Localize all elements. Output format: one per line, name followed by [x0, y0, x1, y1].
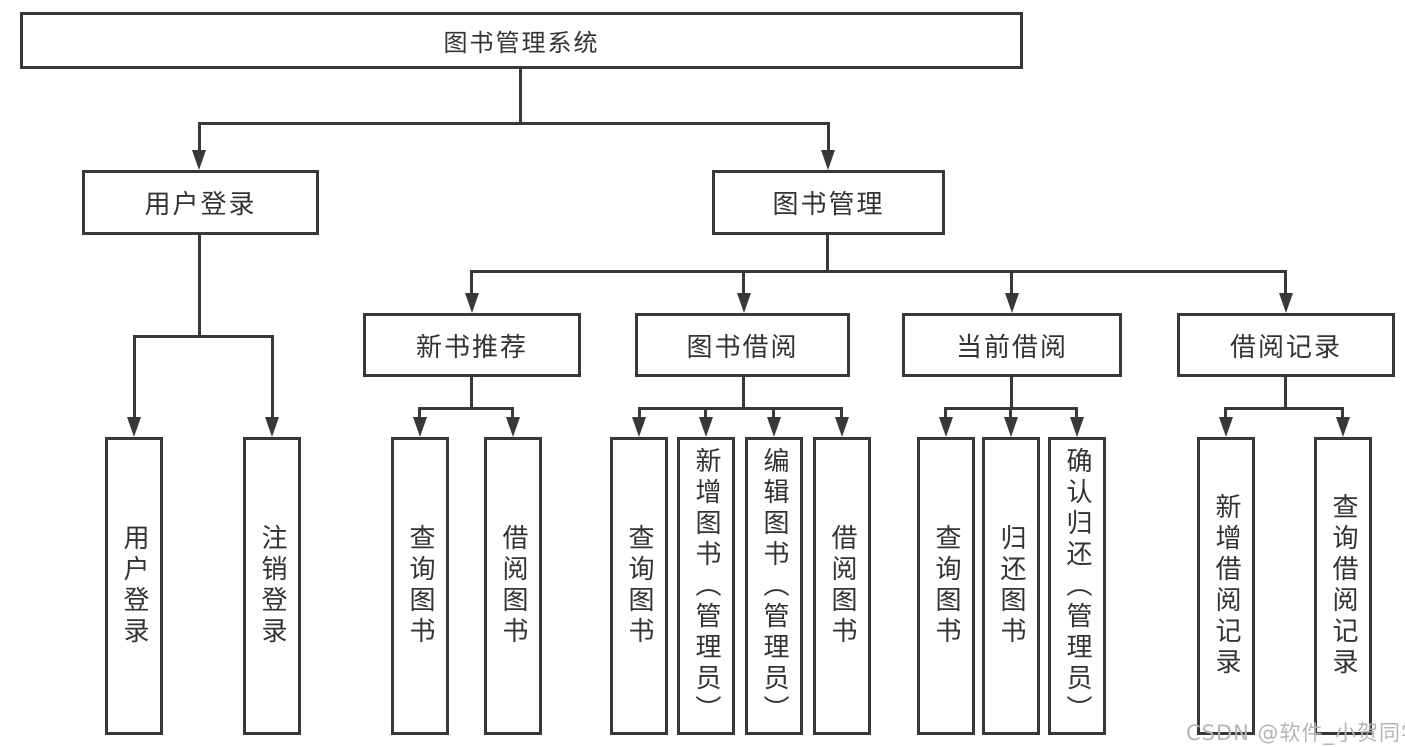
- leaf-label: 注销登录: [257, 524, 287, 648]
- connector-to-leaf: [1341, 407, 1344, 419]
- arrowhead-down-icon: [1219, 417, 1233, 437]
- arrowhead-down-icon: [1336, 417, 1350, 437]
- connector-root-split: [198, 122, 830, 125]
- connector-to-leaf: [944, 407, 947, 419]
- leaf-borrow-books-2: 借阅图书: [813, 437, 871, 735]
- leaf-add-borrow-record: 新增借阅记录: [1197, 437, 1255, 735]
- leaf-logout: 注销登录: [243, 437, 301, 735]
- node-label: 借阅记录: [1229, 332, 1342, 363]
- arrowhead-down-icon: [127, 417, 141, 437]
- arrowhead-down-icon: [413, 417, 427, 437]
- arrowhead-down-icon: [506, 417, 520, 437]
- connector-book-management-stem: [826, 233, 829, 273]
- csdn-watermark: CSDN @软件_小贺同学: [1186, 721, 1405, 745]
- connector-to-leaf-logout: [271, 335, 274, 419]
- connector-to-current-borrowing: [1010, 270, 1013, 295]
- leaf-label: 用户登录: [119, 524, 149, 648]
- node-book-borrowing: 图书借阅: [635, 313, 850, 377]
- connector-to-leaf: [772, 407, 775, 419]
- connector-book-borrowing-split: [638, 407, 843, 410]
- leaf-query-books-3: 查询图书: [917, 437, 975, 735]
- node-borrowing-records: 借阅记录: [1177, 313, 1395, 377]
- node-label: 新书推荐: [415, 332, 528, 363]
- connector-to-leaf: [1224, 407, 1227, 419]
- arrowhead-down-icon: [192, 150, 206, 170]
- connector-to-book-management: [827, 122, 830, 152]
- node-current-borrowing: 当前借阅: [902, 313, 1122, 377]
- arrowhead-down-icon: [835, 417, 849, 437]
- connector-book-borrowing-stem: [742, 375, 745, 410]
- connector-new-book-split: [418, 407, 514, 410]
- connector-borrowing-records-split: [1225, 407, 1344, 410]
- connector-to-leaf: [1009, 407, 1012, 419]
- arrowhead-down-icon: [767, 417, 781, 437]
- arrowhead-down-icon: [1005, 293, 1019, 313]
- leaf-label: 借阅图书: [827, 524, 857, 648]
- node-label: 用户登录: [144, 190, 257, 220]
- connector-to-new-book-recommendation: [470, 270, 473, 295]
- node-label: 图书借阅: [686, 332, 799, 363]
- arrowhead-down-icon: [265, 417, 279, 437]
- leaf-borrow-books-1: 借阅图书: [484, 437, 542, 735]
- leaf-label: 查询图书: [624, 524, 654, 648]
- arrowhead-down-icon: [699, 417, 713, 437]
- leaf-confirm-return-admin: 确认归还（管理员）: [1048, 437, 1106, 735]
- leaf-return-books: 归还图书: [982, 437, 1040, 735]
- node-library-management-system: 图书管理系统: [20, 12, 1023, 69]
- arrowhead-down-icon: [1279, 293, 1293, 313]
- node-user-login: 用户登录: [82, 170, 319, 235]
- connector-book-management-split: [470, 270, 1287, 273]
- connector-new-book-stem: [470, 375, 473, 410]
- connector-to-leaf: [638, 407, 641, 419]
- connector-to-leaf: [840, 407, 843, 419]
- connector-root-stem: [519, 69, 522, 125]
- connector-user-login-split: [133, 335, 273, 338]
- leaf-label: 归还图书: [996, 524, 1026, 648]
- arrowhead-down-icon: [1070, 417, 1084, 437]
- leaf-query-books-1: 查询图书: [391, 437, 449, 735]
- arrowhead-down-icon: [1004, 417, 1018, 437]
- arrowhead-down-icon: [465, 293, 479, 313]
- connector-user-login-stem: [198, 235, 201, 338]
- connector-to-leaf: [704, 407, 707, 419]
- leaf-label: 编辑图书（管理员）: [759, 446, 789, 726]
- connector-borrowing-records-stem: [1284, 375, 1287, 410]
- connector-to-leaf: [1075, 407, 1078, 419]
- leaf-query-books-2: 查询图书: [610, 437, 668, 735]
- arrowhead-down-icon: [737, 293, 751, 313]
- node-label: 当前借阅: [955, 332, 1068, 363]
- connector-current-borrowing-stem: [1010, 375, 1013, 410]
- node-new-book-recommendation: 新书推荐: [363, 313, 581, 377]
- leaf-edit-books-admin: 编辑图书（管理员）: [745, 437, 803, 735]
- node-label: 图书管理: [772, 190, 885, 220]
- node-label: 图书管理系统: [443, 29, 600, 57]
- connector-to-leaf-user-login: [133, 335, 136, 419]
- node-book-management: 图书管理: [712, 170, 945, 235]
- leaf-label: 查询图书: [405, 524, 435, 648]
- connector-to-borrowing-records: [1284, 270, 1287, 295]
- arrowhead-down-icon: [939, 417, 953, 437]
- connector-to-leaf: [511, 407, 514, 419]
- leaf-add-books-admin: 新增图书（管理员）: [677, 437, 735, 735]
- leaf-label: 查询借阅记录: [1328, 493, 1358, 679]
- leaf-label: 新增图书（管理员）: [691, 446, 721, 726]
- leaf-user-login: 用户登录: [105, 437, 163, 735]
- connector-to-leaf: [418, 407, 421, 419]
- leaf-label: 借阅图书: [498, 524, 528, 648]
- leaf-label: 确认归还（管理员）: [1062, 446, 1092, 726]
- arrowhead-down-icon: [632, 417, 646, 437]
- leaf-query-borrow-record: 查询借阅记录: [1314, 437, 1372, 735]
- arrowhead-down-icon: [821, 150, 835, 170]
- connector-to-user-login: [198, 122, 201, 152]
- connector-to-book-borrowing: [742, 270, 745, 295]
- leaf-label: 查询图书: [931, 524, 961, 648]
- leaf-label: 新增借阅记录: [1211, 493, 1241, 679]
